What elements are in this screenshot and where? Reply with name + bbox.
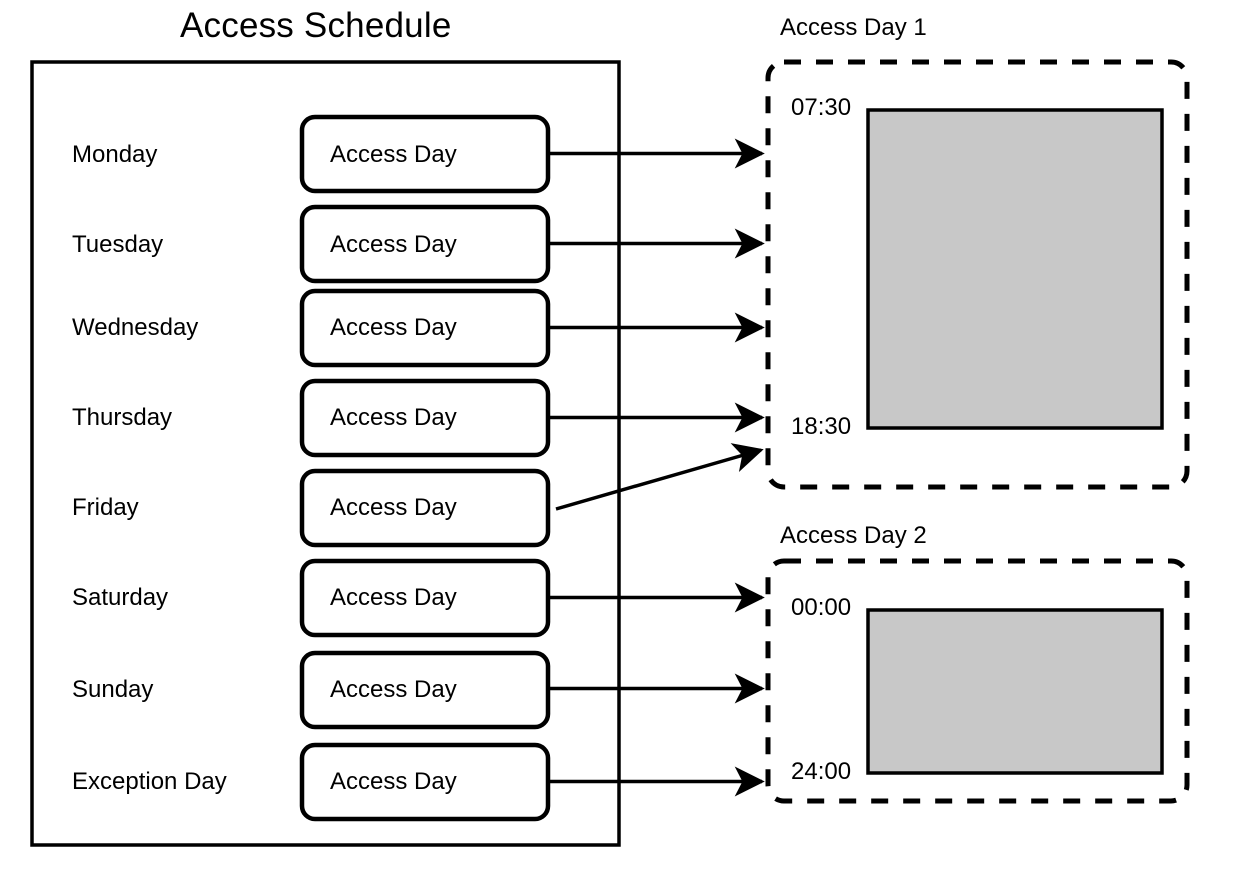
access-day-box-label-saturday: Access Day bbox=[330, 584, 457, 611]
day-label-monday: Monday bbox=[72, 141, 158, 168]
access-day-2-start-time: 00:00 bbox=[791, 594, 852, 621]
page-title: Access Schedule bbox=[180, 6, 452, 45]
day-label-friday: Friday bbox=[72, 494, 139, 521]
access-day-2-end-time: 24:00 bbox=[791, 758, 852, 785]
connector-arrow-group bbox=[548, 138, 765, 797]
access-day-box-friday[interactable] bbox=[299, 468, 551, 548]
access-day-box-label-monday: Access Day bbox=[330, 141, 457, 168]
access-day-1-start-time: 07:30 bbox=[791, 94, 852, 121]
access-day-box-label-sunday: Access Day bbox=[330, 676, 457, 703]
access-day-1-interval-bar bbox=[866, 108, 1164, 430]
day-label-exception-day: Exception Day bbox=[72, 768, 227, 795]
access-schedule-container bbox=[30, 60, 621, 847]
day-label-sunday: Sunday bbox=[72, 676, 154, 703]
day-label-wednesday: Wednesday bbox=[72, 314, 199, 341]
day-label-tuesday: Tuesday bbox=[72, 231, 164, 258]
access-day-1-end-time: 18:30 bbox=[791, 413, 852, 440]
access-day-1-title: Access Day 1 bbox=[780, 14, 927, 41]
day-label-saturday: Saturday bbox=[72, 584, 169, 611]
access-day-box-group bbox=[299, 114, 551, 822]
access-day-2-interval-bar bbox=[866, 608, 1164, 775]
day-label-thursday: Thursday bbox=[72, 404, 173, 431]
arrow-friday-to-access-day-1 bbox=[555, 443, 764, 511]
access-day-2-boundary bbox=[765, 558, 1190, 804]
access-day-box-label-friday: Access Day bbox=[330, 494, 457, 521]
access-day-box-label-thursday: Access Day bbox=[330, 404, 457, 431]
access-day-box-label-exception-day: Access Day bbox=[330, 768, 457, 795]
access-day-1-boundary bbox=[765, 59, 1190, 490]
access-day-box-label-wednesday: Access Day bbox=[330, 314, 457, 341]
access-day-box-label-tuesday: Access Day bbox=[330, 231, 457, 258]
access-day-2-title: Access Day 2 bbox=[780, 522, 927, 549]
